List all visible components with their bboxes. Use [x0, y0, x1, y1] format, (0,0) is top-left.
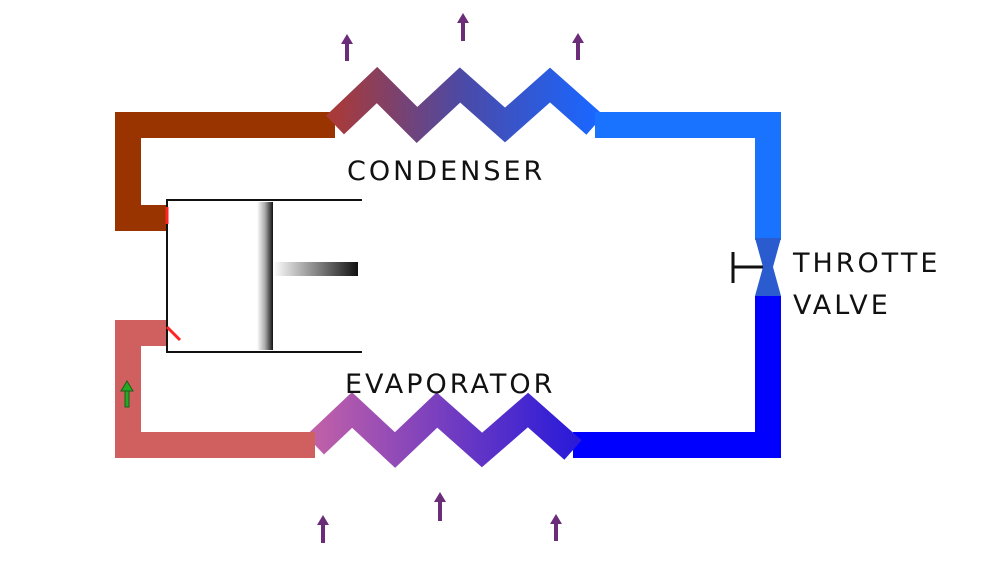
piston-rod — [273, 262, 358, 276]
evaporator-label: EVAPORATOR — [345, 369, 556, 400]
piston-head — [257, 202, 273, 350]
condenser-coil — [326, 66, 604, 144]
condenser-label: CONDENSER — [347, 156, 546, 187]
suction-reed-valve — [165, 325, 182, 342]
heat-in-arrow-icon — [434, 492, 446, 521]
heat-out-arrow-icon — [341, 34, 353, 61]
liquid-line — [595, 112, 781, 240]
heat-in-arrow-icon — [317, 515, 329, 543]
heat-out-arrow-icon — [457, 13, 469, 41]
low-pressure-line — [573, 296, 781, 458]
valve-handle — [731, 252, 763, 283]
throttle-valve — [755, 238, 781, 296]
discharge-line — [115, 112, 335, 231]
flow-arrow-icon — [120, 380, 134, 408]
heat-out-arrow-icon — [572, 33, 584, 60]
throttle-valve-label: THROTTE — [793, 248, 941, 279]
heat-in-arrow-icon — [550, 514, 562, 541]
evaporator-coil — [306, 392, 582, 468]
compressor-cylinder — [166, 199, 362, 353]
throttle-valve-label-line2: VALVE — [793, 290, 891, 321]
